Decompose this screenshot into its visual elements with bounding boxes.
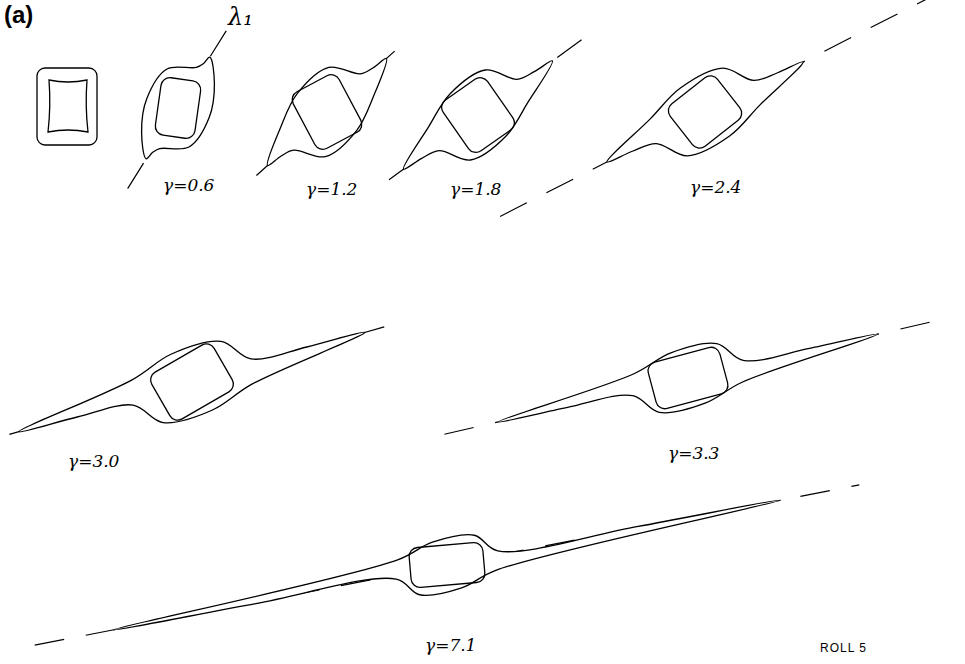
strain-label: γ=2.4	[690, 178, 741, 197]
axis-label: λ₁	[228, 4, 253, 30]
outer-boundary	[498, 334, 878, 422]
inner-boundary	[154, 76, 202, 139]
outer-boundary	[37, 68, 97, 145]
principal-axis	[256, 38, 408, 175]
inner-boundary	[646, 345, 730, 411]
outer-boundary	[142, 57, 215, 159]
outlines	[9, 0, 941, 645]
inner-boundary	[48, 80, 88, 132]
inner-boundary	[438, 74, 518, 156]
strain-label: γ=0.6	[163, 176, 214, 195]
strain-label: γ=1.2	[306, 180, 357, 199]
strain-label: γ=3.0	[68, 452, 119, 471]
principal-axis	[9, 327, 384, 434]
strain-label: γ=3.3	[668, 444, 719, 463]
inner-boundary	[665, 72, 746, 151]
inner-boundary	[289, 72, 365, 153]
inner-boundary	[147, 341, 236, 424]
inner-boundary	[408, 542, 485, 588]
principal-axis	[500, 0, 928, 216]
outer-boundary	[267, 58, 387, 165]
principal-axis	[35, 485, 860, 645]
strain-label: γ=7.1	[425, 636, 476, 655]
outer-boundary	[19, 332, 365, 432]
strain-label: γ=1.8	[450, 180, 501, 199]
principal-axis	[444, 320, 941, 435]
roll-number: ROLL 5	[820, 642, 867, 655]
outer-boundary	[607, 62, 803, 162]
principal-axis	[389, 27, 599, 180]
outer-boundary	[403, 61, 552, 169]
panel-tag: (a)	[4, 2, 33, 28]
outer-boundary	[113, 500, 781, 630]
principal-axis	[128, 15, 237, 189]
